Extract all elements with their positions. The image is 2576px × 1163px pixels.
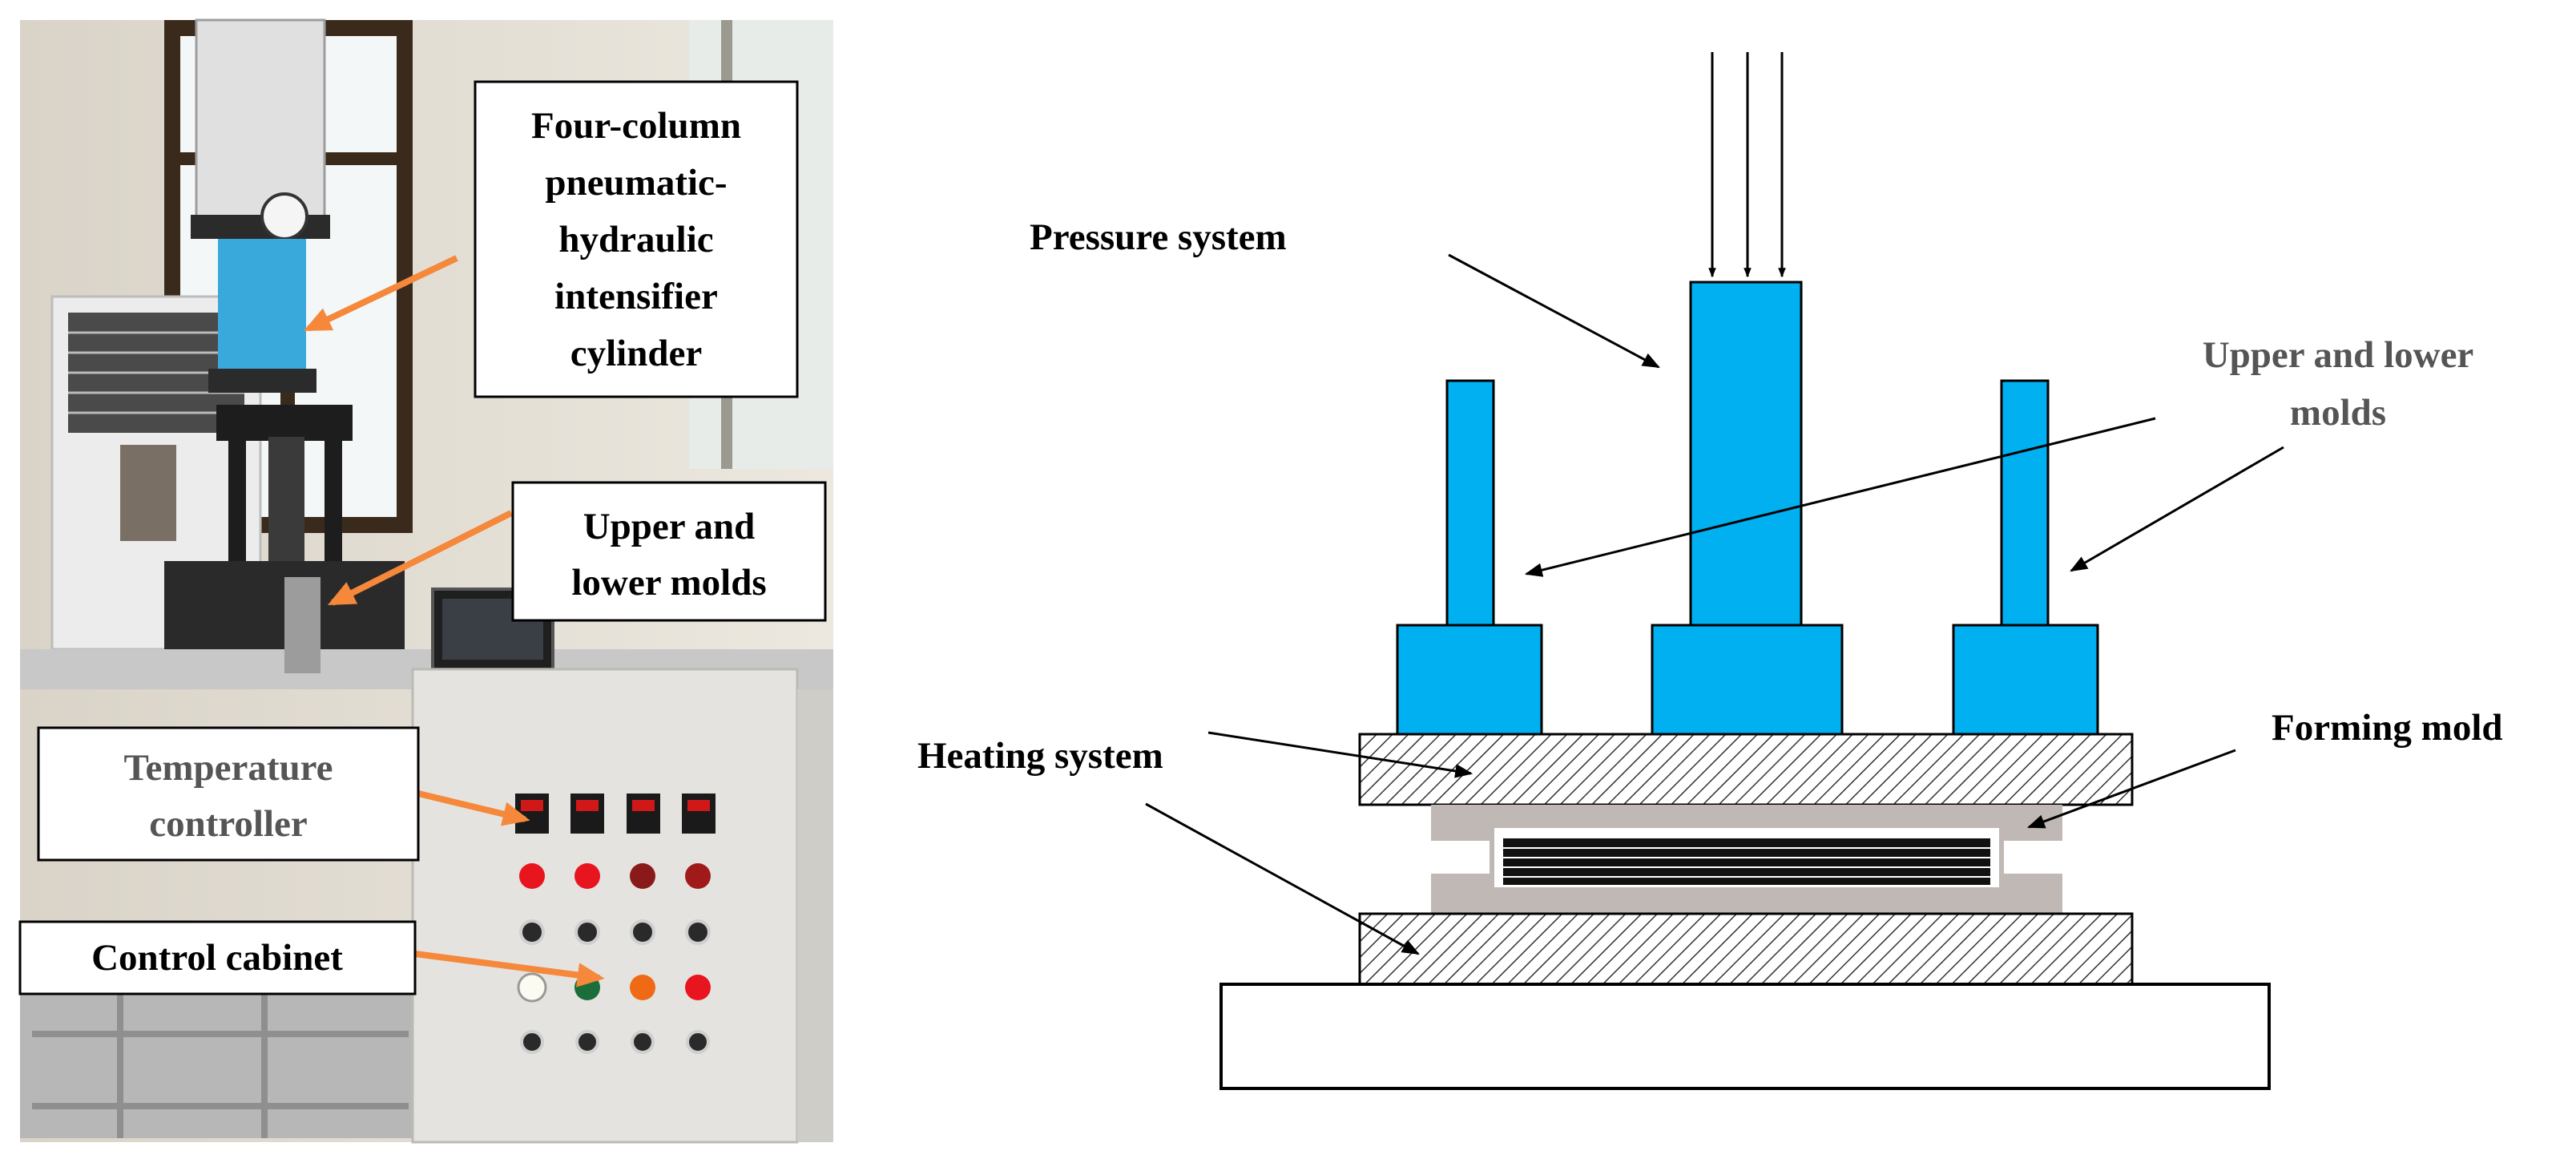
forming-mold-side-left: [1431, 841, 1487, 874]
arrow-to-temperature: [417, 790, 530, 826]
key-switches: [520, 1030, 710, 1054]
label-pressure-system: Pressure system: [1030, 216, 1287, 258]
label-molds-schematic-line-1: Upper and lower: [2203, 334, 2474, 376]
press-column-left: [228, 437, 246, 589]
cylinder-body-blue: [218, 239, 306, 371]
forming-mold-side-right: [2006, 841, 2062, 874]
label-box-cabinet: [18, 920, 417, 995]
left-guide-column: [1445, 379, 1495, 627]
photo-panel: Four-column pneumatic- hydraulic intensi…: [18, 18, 833, 1144]
label-molds-photo: Upper and lower molds: [511, 481, 827, 622]
indicator-lights: [519, 863, 711, 889]
label-forming-mold: Forming mold: [2272, 707, 2503, 749]
laminate-specimen: [1503, 838, 1990, 885]
cylinder-ring: [191, 215, 330, 239]
leader-heating-lower: [1145, 802, 1420, 955]
label-molds-schematic-line-2: molds: [2290, 392, 2386, 434]
press-ram: [268, 437, 304, 565]
control-cabinet-body: [411, 668, 799, 1144]
leader-heating-upper: [1207, 731, 1473, 778]
central-ram-base: [1651, 624, 1844, 736]
upper-heating-plate: [1358, 733, 2134, 806]
label-cylinder-line-4: intensifier: [554, 276, 718, 317]
cylinder-top: [195, 18, 326, 218]
label-box-temperature: [37, 726, 420, 862]
pressure-gauge-icon: [260, 192, 308, 240]
leader-forming: [2026, 749, 2236, 829]
schematic-panel: Pressure system Upper and lower molds Fo…: [917, 52, 2503, 1090]
label-temperature: Temperature controller: [37, 726, 420, 862]
label-temperature-line-1: Temperature: [123, 747, 333, 789]
label-molds-photo-line-1: Upper and: [583, 506, 756, 547]
schematic-leader-lines: [1145, 253, 2284, 955]
press-mold-face: [284, 577, 320, 673]
leader-pressure: [1448, 253, 1660, 369]
label-cylinder: Four-column pneumatic- hydraulic intensi…: [474, 80, 799, 398]
label-cabinet: Control cabinet: [18, 920, 417, 995]
force-arrows: [1708, 52, 1786, 278]
label-cylinder-line-5: cylinder: [570, 333, 702, 374]
central-pressure-ram: [1689, 281, 1803, 628]
label-molds-photo-line-2: lower molds: [571, 562, 766, 604]
right-column-base: [1952, 624, 2099, 736]
lower-heating-plate: [1358, 912, 2134, 986]
machine-base: [1219, 983, 2271, 1090]
label-heating-system: Heating system: [917, 735, 1163, 777]
control-cabinet-side: [797, 689, 833, 1142]
arrow-to-cabinet: [414, 951, 605, 987]
arrow-to-cylinder: [303, 255, 458, 332]
label-cabinet-line-1: Control cabinet: [91, 937, 343, 979]
label-temperature-line-2: controller: [149, 803, 308, 845]
label-cylinder-line-1: Four-column: [531, 105, 741, 147]
right-guide-column: [2000, 379, 2050, 627]
cylinder-base: [208, 369, 316, 393]
label-box-cylinder: [474, 80, 799, 398]
arrow-to-molds: [327, 510, 513, 606]
press-column-right: [325, 437, 342, 589]
label-cylinder-line-2: pneumatic-: [545, 162, 727, 204]
selector-switches: [519, 919, 711, 945]
label-cylinder-line-3: hydraulic: [558, 219, 713, 260]
photo-callout-arrows: [303, 255, 605, 987]
press-upper-plate: [216, 405, 353, 441]
left-column-base: [1396, 624, 1543, 736]
temperature-controller-displays: [515, 794, 716, 834]
laminate-layers: [1503, 847, 1990, 878]
leader-molds-right: [2070, 446, 2284, 572]
ac-panel: [120, 445, 176, 541]
label-box-molds-photo: [511, 481, 827, 622]
leader-molds-left: [1524, 417, 2156, 577]
